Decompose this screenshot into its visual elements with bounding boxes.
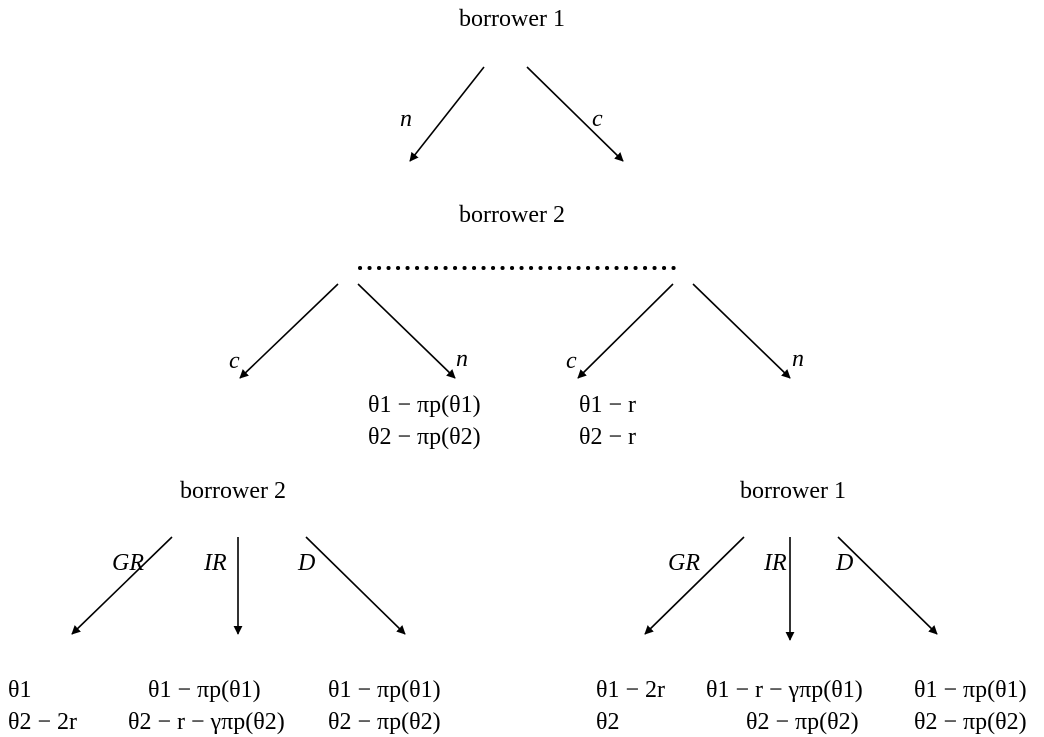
payoff-cn-borrower1: θ1 − πp(θ1)	[368, 392, 481, 418]
payoff-right-IR-borrower1: θ1 − r − γπp(θ1)	[706, 677, 863, 703]
payoff-right-GR-borrower1: θ1 − 2r	[596, 677, 665, 703]
payoff-right-IR-borrower2: θ2 − πp(θ2)	[746, 709, 859, 735]
payoff-left-IR-borrower2: θ2 − r − γπp(θ2)	[128, 709, 285, 735]
payoff-left-D-borrower1: θ1 − πp(θ1)	[328, 677, 441, 703]
label-right-IR: IR	[763, 550, 787, 576]
payoff-left-IR: θ1 − πp(θ1) θ2 − r − γπp(θ2)	[128, 677, 285, 735]
payoff-right-D-borrower2: θ2 − πp(θ2)	[914, 709, 1027, 735]
payoff-nc-borrower1: θ1 − r	[579, 392, 636, 418]
payoff-left-D: θ1 − πp(θ1) θ2 − πp(θ2)	[328, 677, 441, 735]
label-right-D: D	[835, 550, 853, 576]
label-s2-right-c: c	[566, 348, 577, 374]
label-right-GR: GR	[668, 550, 700, 576]
payoff-left-GR-borrower2: θ2 − 2r	[8, 709, 77, 735]
label-s2-left-c: c	[229, 348, 240, 374]
label-s2-right-n: n	[792, 346, 804, 372]
arrow-s2-right-n	[692, 283, 791, 379]
payoff-nc-borrower2: θ2 − r	[579, 424, 636, 450]
payoff-right-IR: θ1 − r − γπp(θ1) θ2 − πp(θ2)	[706, 677, 863, 735]
label-root-n: n	[400, 106, 412, 132]
arrow-s2-right-c	[577, 283, 674, 379]
arrow-left-D	[305, 536, 406, 635]
payoff-left-GR-borrower1: θ1	[8, 677, 32, 703]
payoff-nc: θ1 − r θ2 − r	[579, 392, 636, 450]
node-root-borrower: borrower 1	[459, 6, 565, 32]
payoff-right-D-borrower1: θ1 − πp(θ1)	[914, 677, 1027, 703]
arrow-left-GR	[71, 536, 173, 635]
label-left-IR: IR	[203, 550, 227, 576]
label-left-GR: GR	[112, 550, 144, 576]
node-right-sub-borrower: borrower 1	[740, 478, 846, 504]
label-left-D: D	[297, 550, 315, 576]
arrow-right-GR	[644, 536, 745, 635]
payoff-right-D: θ1 − πp(θ1) θ2 − πp(θ2)	[914, 677, 1027, 735]
node-second-borrower: borrower 2	[459, 202, 565, 228]
payoff-left-IR-borrower1: θ1 − πp(θ1)	[148, 677, 261, 703]
node-left-sub-borrower: borrower 2	[180, 478, 286, 504]
payoff-left-D-borrower2: θ2 − πp(θ2)	[328, 709, 441, 735]
arrow-s2-left-n	[357, 283, 456, 379]
payoff-right-GR-borrower2: θ2	[596, 709, 620, 735]
payoff-right-GR: θ1 − 2r θ2	[596, 677, 665, 735]
label-root-c: c	[592, 106, 603, 132]
payoff-cn-borrower2: θ2 − πp(θ2)	[368, 424, 481, 450]
label-s2-left-n: n	[456, 346, 468, 372]
payoff-cn: θ1 − πp(θ1) θ2 − πp(θ2)	[368, 392, 481, 450]
arrow-root-c	[526, 66, 624, 162]
payoff-left-GR: θ1 θ2 − 2r	[8, 677, 77, 735]
arrow-root-n	[409, 66, 485, 162]
arrow-s2-left-c	[239, 283, 339, 379]
arrow-right-D	[837, 536, 938, 635]
